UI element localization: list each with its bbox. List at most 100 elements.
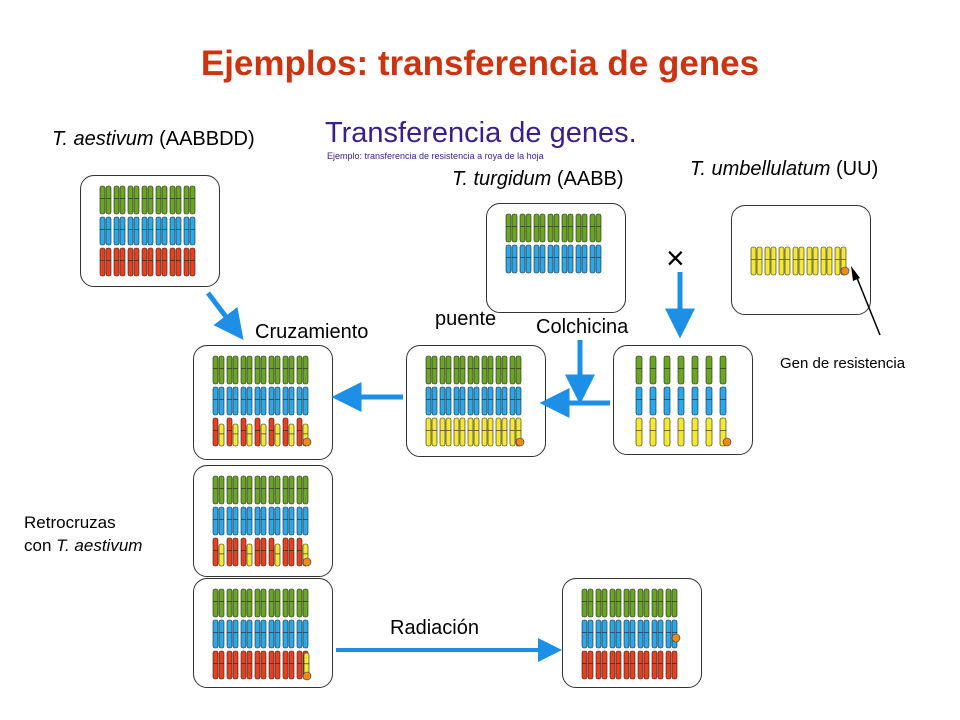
chromosome-A <box>467 355 474 385</box>
chromosome-A <box>296 475 303 505</box>
chromosome-A <box>288 588 295 618</box>
chromosome-D <box>226 417 233 447</box>
chromosome-A <box>169 185 176 215</box>
chromosome-A <box>635 355 643 385</box>
chromosome-B <box>302 619 309 649</box>
chromosome-B <box>637 619 644 649</box>
chromosome-A <box>615 588 622 618</box>
chromosome-D <box>296 417 303 447</box>
chromosome-B <box>487 386 494 416</box>
chromosome-A <box>691 355 699 385</box>
chromosome-A <box>431 355 438 385</box>
chromosome-B <box>296 386 303 416</box>
chromosome-A <box>282 475 289 505</box>
chromosome-B <box>268 506 275 536</box>
chromosome-A <box>232 475 239 505</box>
chromosome-D <box>665 650 672 680</box>
chromosome-B <box>445 386 452 416</box>
chromosome-B <box>302 506 309 536</box>
chromosome-B <box>601 619 608 649</box>
chromosome-D <box>609 650 616 680</box>
chromosome-B <box>282 619 289 649</box>
chromosome-A <box>161 185 168 215</box>
chromosome-D <box>282 650 289 680</box>
chromosome-B <box>260 386 267 416</box>
chromosome-A <box>302 355 309 385</box>
resistance-gene-mark <box>840 266 850 276</box>
chromosome-A <box>260 355 267 385</box>
chromosome-A <box>226 588 233 618</box>
umbellulatum-label: T. umbellulatum (UU) <box>690 158 878 181</box>
chromosome-U <box>691 417 699 447</box>
retrocruzas-species: T. aestivum <box>56 536 143 555</box>
chromosome-A <box>113 185 120 215</box>
chromosome-A <box>425 355 432 385</box>
chromosome-A <box>296 588 303 618</box>
chromosome-B <box>232 506 239 536</box>
chromosome-D <box>274 650 281 680</box>
turgidum-karyotype <box>505 213 602 274</box>
chromosome-U <box>677 417 685 447</box>
chromosome-B <box>595 244 602 274</box>
backcross-karyotype <box>212 475 312 567</box>
chromosome-A <box>268 588 275 618</box>
chromosome-A <box>212 355 219 385</box>
chromosome-D <box>268 537 275 567</box>
chromosome-A <box>439 355 446 385</box>
cruzamiento-result-karyotype <box>212 355 312 447</box>
chromosome-B <box>127 216 134 246</box>
chromosome-A <box>515 355 522 385</box>
chromosome-U <box>274 543 281 567</box>
chromosome-D <box>282 417 289 447</box>
chromosome-A <box>246 355 253 385</box>
chromosome-B <box>282 506 289 536</box>
chromosome-A <box>567 213 574 243</box>
aestivum-genome: (AABBDD) <box>159 128 255 150</box>
chromosome-A <box>296 355 303 385</box>
chromosome-A <box>240 475 247 505</box>
chromosome-B <box>595 619 602 649</box>
chromosome-U <box>495 417 502 447</box>
chromosome-U <box>274 423 281 447</box>
radiacion-label: Radiación <box>390 617 479 639</box>
chromosome-U <box>431 417 438 447</box>
chromosome-D <box>99 247 106 277</box>
retrocruzas-con: con <box>24 536 57 555</box>
chromosome-U <box>764 246 771 276</box>
chromosome-B <box>665 619 672 649</box>
chromosome-U <box>663 417 671 447</box>
chromosome-D <box>268 417 275 447</box>
chromosome-A <box>274 355 281 385</box>
chromosome-D <box>218 650 225 680</box>
chromosome-B <box>439 386 446 416</box>
aestivum-karyotype <box>99 185 196 277</box>
chromosome-U <box>246 423 253 447</box>
chromosome-A <box>629 588 636 618</box>
chromosome-A <box>240 355 247 385</box>
chromosome-D <box>637 650 644 680</box>
chromosome-B <box>274 386 281 416</box>
chromosome-U <box>834 246 841 276</box>
umbellulatum-karyotype-box <box>731 205 871 315</box>
chromosome-A <box>226 355 233 385</box>
chromosome-B <box>169 216 176 246</box>
chromosome-B <box>212 619 219 649</box>
chromosome-A <box>473 355 480 385</box>
chromosome-U <box>509 417 516 447</box>
chromosome-B <box>649 386 657 416</box>
chromosome-B <box>589 244 596 274</box>
chromosome-D <box>127 247 134 277</box>
chromosome-B <box>268 619 275 649</box>
arrow-aestivum-to-cross <box>206 291 244 340</box>
chromosome-U <box>467 417 474 447</box>
chromosome-A <box>268 355 275 385</box>
chromosome-B <box>431 386 438 416</box>
chromosome-A <box>260 475 267 505</box>
chromosome-A <box>155 185 162 215</box>
chromosome-U <box>445 417 452 447</box>
chromosome-D <box>623 650 630 680</box>
chromosome-U <box>750 246 757 276</box>
resistance-gene-mark <box>302 671 312 681</box>
chromosome-D <box>296 537 303 567</box>
chromosome-A <box>254 475 261 505</box>
